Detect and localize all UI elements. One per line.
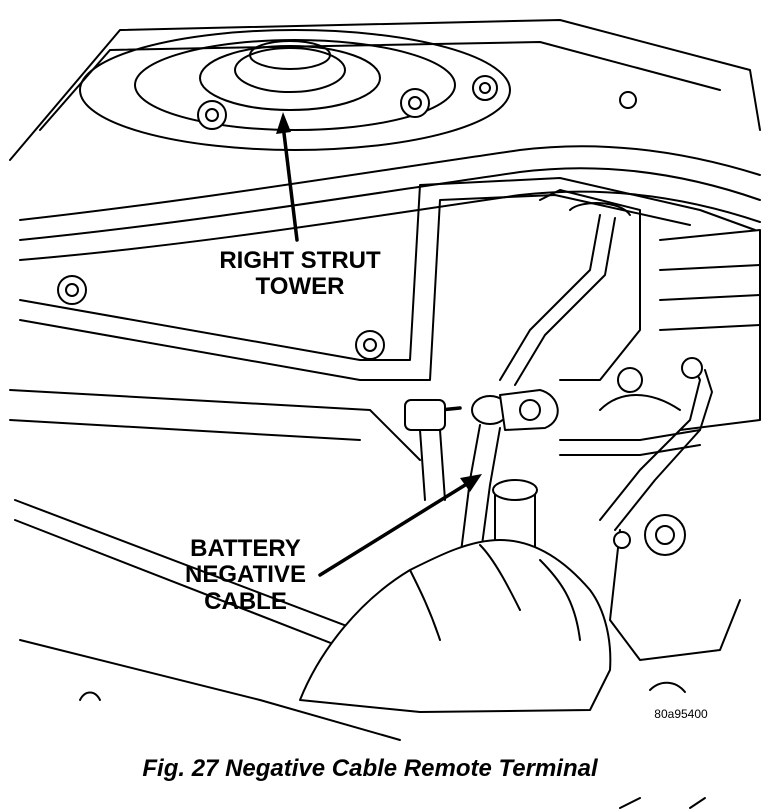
fender-panel (9, 19, 761, 261)
figure-code: 80a95400 (654, 707, 708, 721)
strut-tower-leader (281, 123, 299, 242)
leader-arrows (276, 112, 482, 577)
strut-tower-arrowhead (276, 112, 291, 134)
strut-tower (79, 29, 511, 151)
figure-caption: Fig. 27 Negative Cable Remote Terminal (142, 755, 598, 782)
right-strut-tower-label: RIGHT STRUT TOWER (219, 247, 381, 301)
battery-negative-cable-label: BATTERY NEGATIVE CABLE (185, 535, 306, 615)
engine-components (499, 189, 761, 809)
remote-terminal (404, 389, 701, 561)
battery-cable-leader (318, 480, 472, 577)
tower-nuts (57, 75, 637, 360)
hand (299, 539, 612, 713)
battery-cable-arrowhead (460, 474, 482, 492)
